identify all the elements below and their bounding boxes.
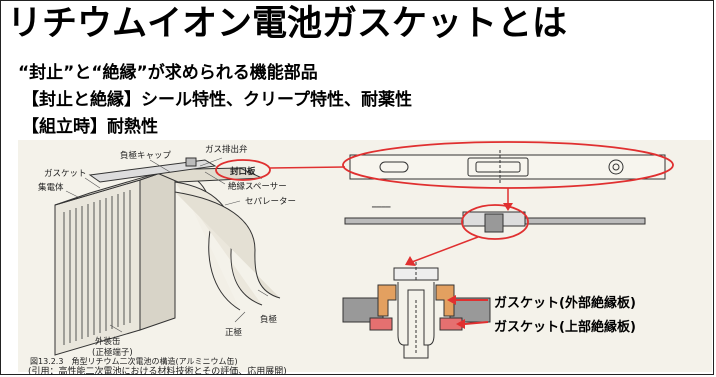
seal-plate-highlight (215, 159, 271, 181)
figure-caption: 図13.2.3 角型リチウム二次電池の構造(アルミニウム缶) (30, 356, 238, 366)
label-separator: セパレーター (245, 197, 296, 207)
subtitle-line: “封止”と“絶縁”が求められる機能部品 (18, 63, 318, 83)
zoom-connector-line (269, 166, 346, 169)
label-gasket-upper: ガスケット(上部絶縁板) (494, 320, 636, 335)
seal-plate-section: ▔▔▔▔ (344, 206, 646, 233)
gasket-outer-left (377, 284, 397, 317)
requirement-assembly: 【組立時】耐熱性 (22, 117, 158, 137)
section-highlight (461, 204, 529, 240)
label-collector: 集電体 (38, 182, 64, 193)
gasket-upper-right (439, 317, 463, 331)
label-negative: 負極 (260, 314, 278, 325)
figure-reference: (引用：高性能二次電池における材料技術とその評価、応用展開) (28, 365, 287, 377)
label-neg-cap: 負極キャップ (120, 150, 172, 161)
gasket-upper-left (369, 317, 393, 331)
label-gasket: ガスケット (44, 168, 87, 179)
requirement-seal-insulation: 【封止と絶縁】シール特性、クリープ特性、耐薬性 (22, 90, 412, 110)
gasket-outer-right (435, 284, 455, 317)
label-case: 外装缶 (95, 336, 121, 347)
seal-plate-top-view (349, 150, 666, 184)
label-gas-vent: ガス排出弁 (205, 144, 248, 155)
terminal-detail (342, 262, 491, 359)
slide-title: リチウムイオン電池ガスケットとは (7, 4, 568, 44)
svg-text:▔▔▔▔: ▔▔▔▔ (371, 206, 391, 214)
label-insulating-spacer: 絶縁スペーサー (228, 181, 287, 192)
label-case-sub: (正極端子) (92, 347, 133, 358)
label-gasket-outer: ガスケット(外部絶縁板) (494, 296, 636, 311)
label-positive: 正極 (225, 327, 243, 338)
cell-cutaway (54, 157, 281, 356)
label-seal-plate: 封口板 (230, 166, 256, 177)
